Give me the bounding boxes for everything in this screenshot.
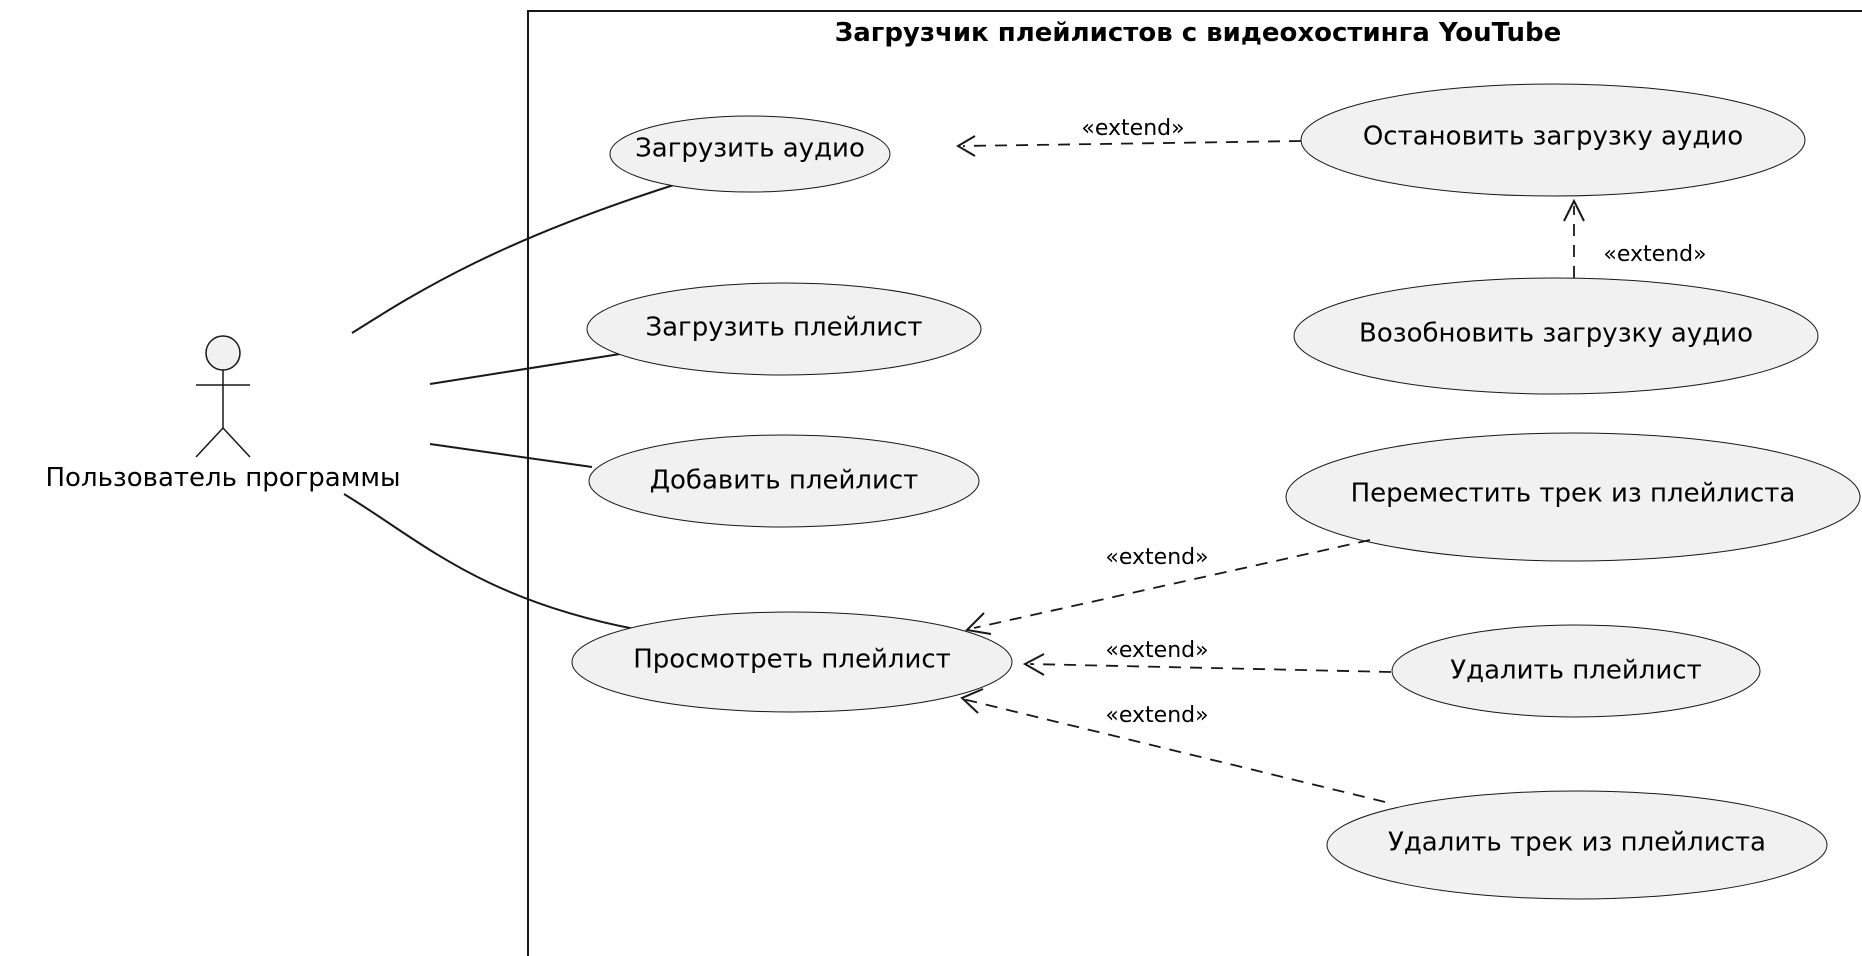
use-case-stop-download[interactable]: Остановить загрузку аудио [1300, 83, 1806, 197]
use-case-delete-track[interactable]: Удалить трек из плейлиста [1326, 790, 1828, 900]
assoc-download-playlist [429, 353, 621, 385]
svg-text:Добавить плейлист: Добавить плейлист [650, 466, 919, 496]
assoc-view-playlist [343, 493, 641, 631]
svg-text:«extend»: «extend» [1081, 116, 1184, 141]
system-boundary [527, 10, 1862, 956]
svg-text:«extend»: «extend» [1105, 638, 1208, 663]
assoc-add-playlist [429, 443, 593, 468]
assoc-download-audio [351, 181, 684, 334]
svg-text:Возобновить загрузку аудио: Возобновить загрузку аудио [1359, 319, 1753, 349]
use-case-add-playlist[interactable]: Добавить плейлист [588, 434, 980, 528]
actor-leg-right [222, 427, 251, 458]
system-title: Загрузчик плейлистов с видеохостинга You… [835, 18, 1562, 48]
svg-text:Просмотреть плейлист: Просмотреть плейлист [633, 645, 951, 675]
actor-head [205, 335, 241, 371]
extend-move-to-view: «extend» [964, 539, 1371, 635]
svg-text:Переместить трек из плейлиста: Переместить трек из плейлиста [1351, 479, 1796, 509]
svg-text:Загрузить плейлист: Загрузить плейлист [645, 313, 922, 343]
actor-leg-left [195, 427, 224, 458]
svg-text:Удалить трек из плейлиста: Удалить трек из плейлиста [1388, 828, 1766, 858]
extend-delete-track-to-view: «extend» [960, 688, 1386, 803]
svg-text:Остановить загрузку аудио: Остановить загрузку аудио [1363, 122, 1743, 152]
svg-text:«extend»: «extend» [1105, 703, 1208, 728]
extend-delete-playlist-to-view: «extend» [1022, 638, 1392, 676]
use-case-resume-download[interactable]: Возобновить загрузку аудио [1293, 277, 1819, 395]
use-case-move-track[interactable]: Переместить трек из плейлиста [1285, 432, 1861, 562]
use-case-download-audio[interactable]: Загрузить аудио [609, 115, 891, 193]
use-case-download-playlist[interactable]: Загрузить плейлист [586, 282, 982, 376]
svg-text:Загрузить аудио: Загрузить аудио [635, 134, 865, 164]
svg-text:«extend»: «extend» [1603, 242, 1706, 267]
extend-stop-to-download-audio: «extend» [956, 116, 1302, 157]
svg-text:«extend»: «extend» [1105, 545, 1208, 570]
svg-text:Удалить плейлист: Удалить плейлист [1450, 656, 1701, 686]
actor: Пользователь программы [46, 335, 401, 493]
extend-resume-to-stop: «extend» [1563, 198, 1707, 278]
use-case-delete-playlist[interactable]: Удалить плейлист [1391, 624, 1761, 718]
actor-label: Пользователь программы [46, 463, 401, 493]
use-case-view-playlist[interactable]: Просмотреть плейлист [571, 611, 1013, 713]
